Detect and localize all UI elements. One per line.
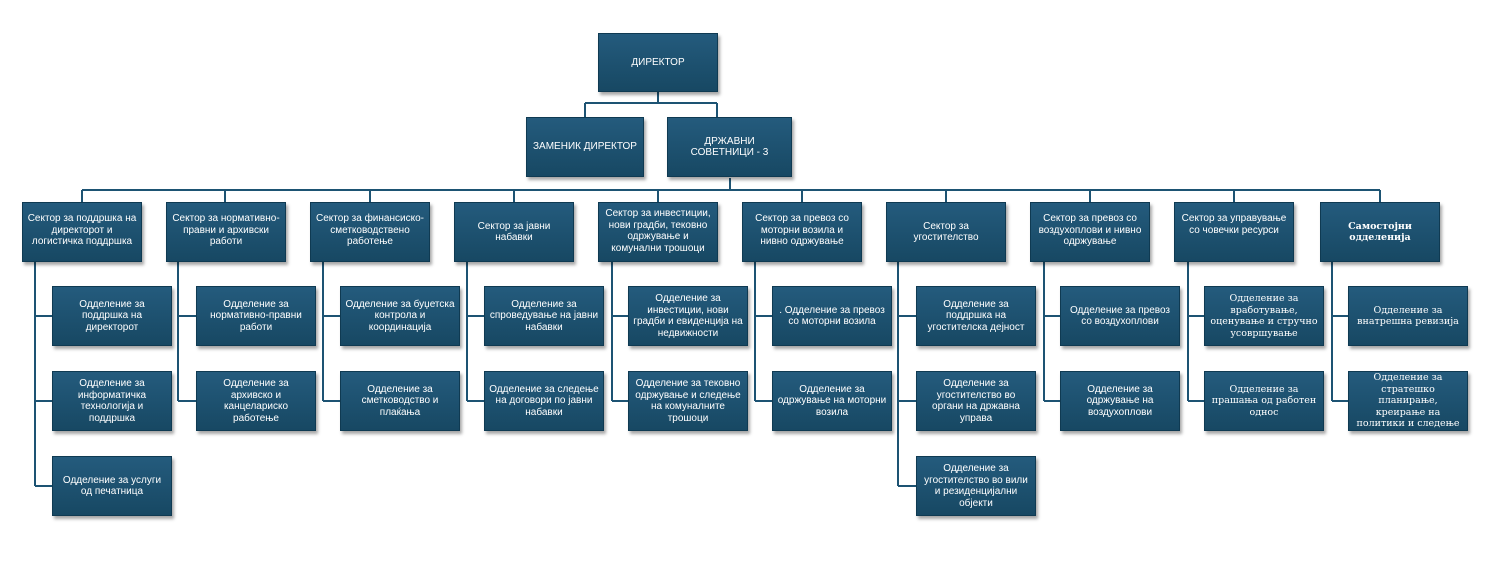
department-box: Одделение за нормативно-правни работи xyxy=(196,286,316,346)
department-box: Одделение за вработување, оценување и ст… xyxy=(1204,286,1324,346)
director-box: ДИРЕКТОР xyxy=(598,33,718,92)
department-box: Одделение за следење на договори по јавн… xyxy=(484,371,604,431)
department-box: Одделение за прашања од работен однос xyxy=(1204,371,1324,431)
department-box: Одделение за поддршка на директорот xyxy=(52,286,172,346)
sector-finance-accounting: Сектор за финансиско-сметководствено раб… xyxy=(310,202,430,262)
department-box: Одделение за буџетска контрола и координ… xyxy=(340,286,460,346)
department-box: Одделение за информатичка технологија и … xyxy=(52,371,172,431)
deputy-director-box: ЗАМЕНИК ДИРЕКТОР xyxy=(526,117,644,177)
sector-motor-vehicles: Сектор за превоз со моторни возила и нив… xyxy=(742,202,862,262)
sector-human-resources: Сектор за управување со човечки ресурси xyxy=(1174,202,1294,262)
sector-normative-legal: Сектор за нормативно-правни и архивски р… xyxy=(166,202,286,262)
department-box: Одделение за внатрешна ревизија xyxy=(1348,286,1468,346)
sector-public-procurement: Сектор за јавни набавки xyxy=(454,202,574,262)
department-box: Одделение за угостителство во вили и рез… xyxy=(916,456,1036,516)
sector-investments: Сектор за инвестиции, нови градби, теков… xyxy=(598,202,718,262)
department-box: Одделение за услуги од печатница xyxy=(52,456,172,516)
department-box: Одделение за поддршка на угостителска де… xyxy=(916,286,1036,346)
sector-catering: Сектор за угостителство xyxy=(886,202,1006,262)
state-advisors-box: ДРЖАВНИ СОВЕТНИЦИ - 3 xyxy=(667,117,792,177)
department-box: Одделение за одржување на воздухоплови xyxy=(1060,371,1180,431)
department-box: Одделение за угостителство во органи на … xyxy=(916,371,1036,431)
department-box: Одделение за спроведување на јавни набав… xyxy=(484,286,604,346)
department-box: Одделение за сметководство и плаќања xyxy=(340,371,460,431)
department-box: Одделение за стратешко планирање, креира… xyxy=(1348,371,1468,431)
sector-independent-departments: Самостојни одделенија xyxy=(1320,202,1440,262)
department-box: Одделение за превоз со воздухоплови xyxy=(1060,286,1180,346)
department-box: . Одделение за превоз со моторни возила xyxy=(772,286,892,346)
department-box: Одделение за инвестиции, нови градби и е… xyxy=(628,286,748,346)
department-box: Одделение за архивско и канцелариско раб… xyxy=(196,371,316,431)
department-box: Одделение за одржување на моторни возила xyxy=(772,371,892,431)
sector-support-logistics: Сектор за поддршка на директорот и логис… xyxy=(22,202,142,262)
sector-aircraft: Сектор за превоз со воздухоплови и нивно… xyxy=(1030,202,1150,262)
department-box: Одделение за тековно одржување и следење… xyxy=(628,371,748,431)
